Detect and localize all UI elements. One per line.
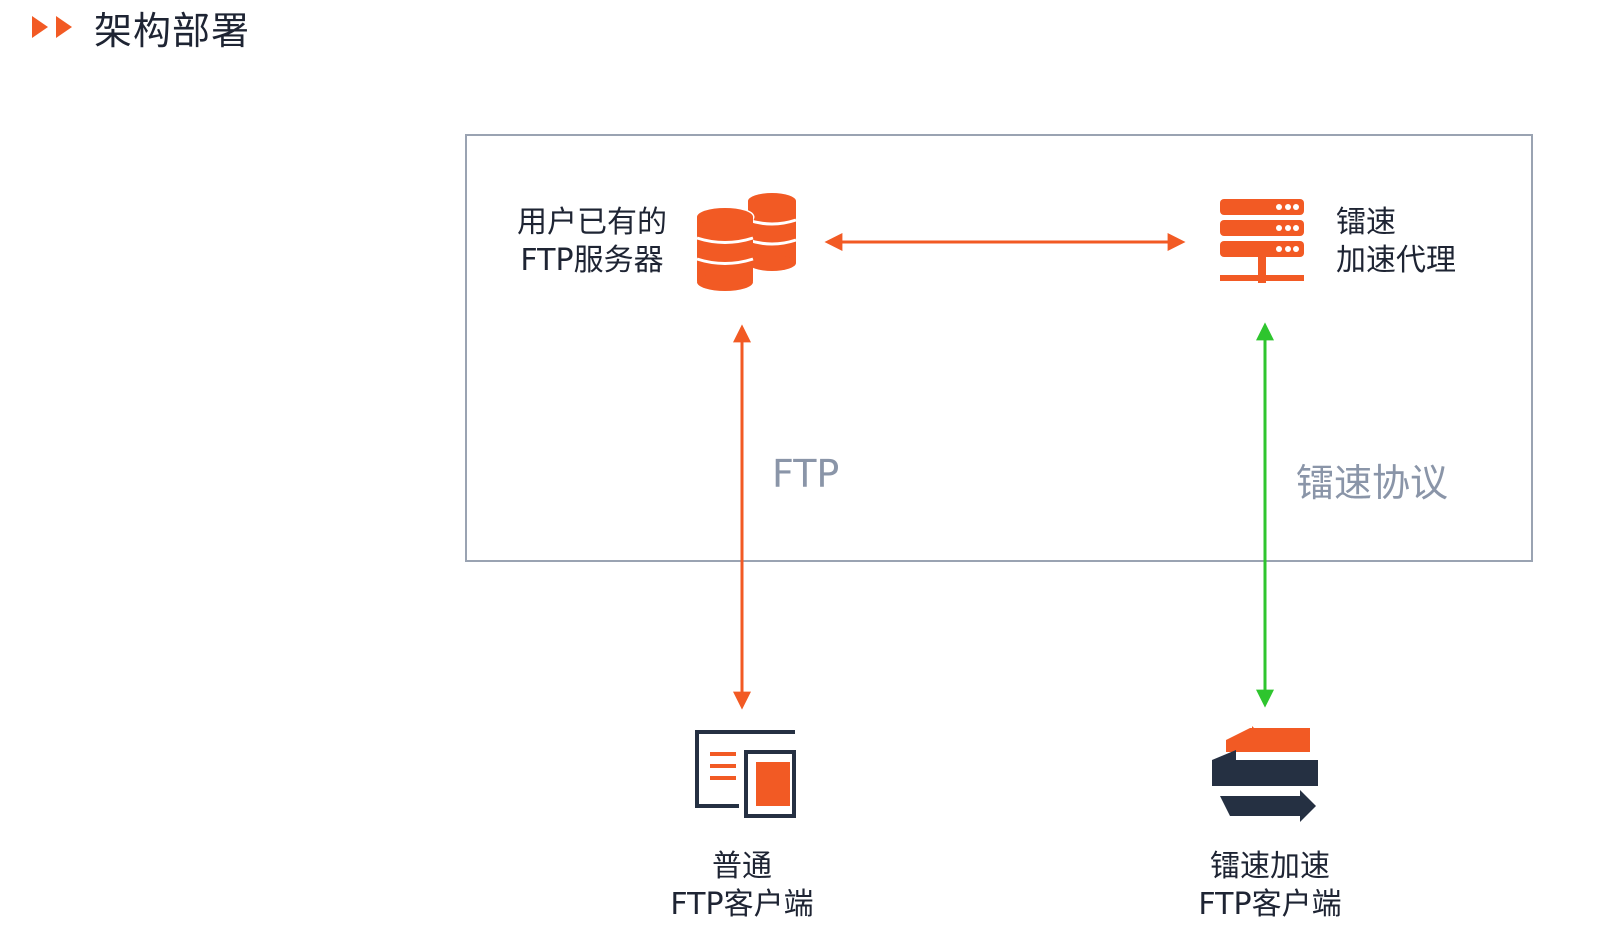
proxy-label-line2: 加速代理 [1336, 243, 1456, 278]
ftp-server-label-line2: FTP服务器 [520, 243, 664, 278]
normal-client-label: 普通 FTP客户端 [652, 848, 832, 924]
accel-client-label-line1: 镭速加速 [1210, 849, 1330, 884]
server-side-frame [465, 134, 1533, 562]
ftp-protocol-label: FTP [772, 452, 840, 496]
leisu-protocol-label: 镭速协议 [1296, 461, 1449, 505]
accel-client-label: 镭速加速 FTP客户端 [1180, 848, 1360, 924]
normal-client-label-line2: FTP客户端 [670, 887, 814, 922]
accel-client-label-line2: FTP客户端 [1198, 887, 1342, 922]
page-title: 架构部署 [94, 8, 251, 53]
normal-client-label-line1: 普通 [712, 849, 772, 884]
ftp-server-label: 用户已有的 FTP服务器 [512, 204, 672, 280]
proxy-label-line1: 镭速 [1336, 205, 1396, 240]
sync-arrows-icon [1212, 726, 1318, 822]
ftp-server-label-line1: 用户已有的 [517, 205, 667, 240]
proxy-label: 镭速 加速代理 [1336, 204, 1476, 280]
server-rack-icon [1220, 199, 1304, 283]
desktop-document-icon [695, 730, 796, 818]
header: 架构部署 [30, 2, 251, 53]
database-stack-icon [695, 193, 797, 291]
double-triangle-icon [32, 16, 72, 38]
